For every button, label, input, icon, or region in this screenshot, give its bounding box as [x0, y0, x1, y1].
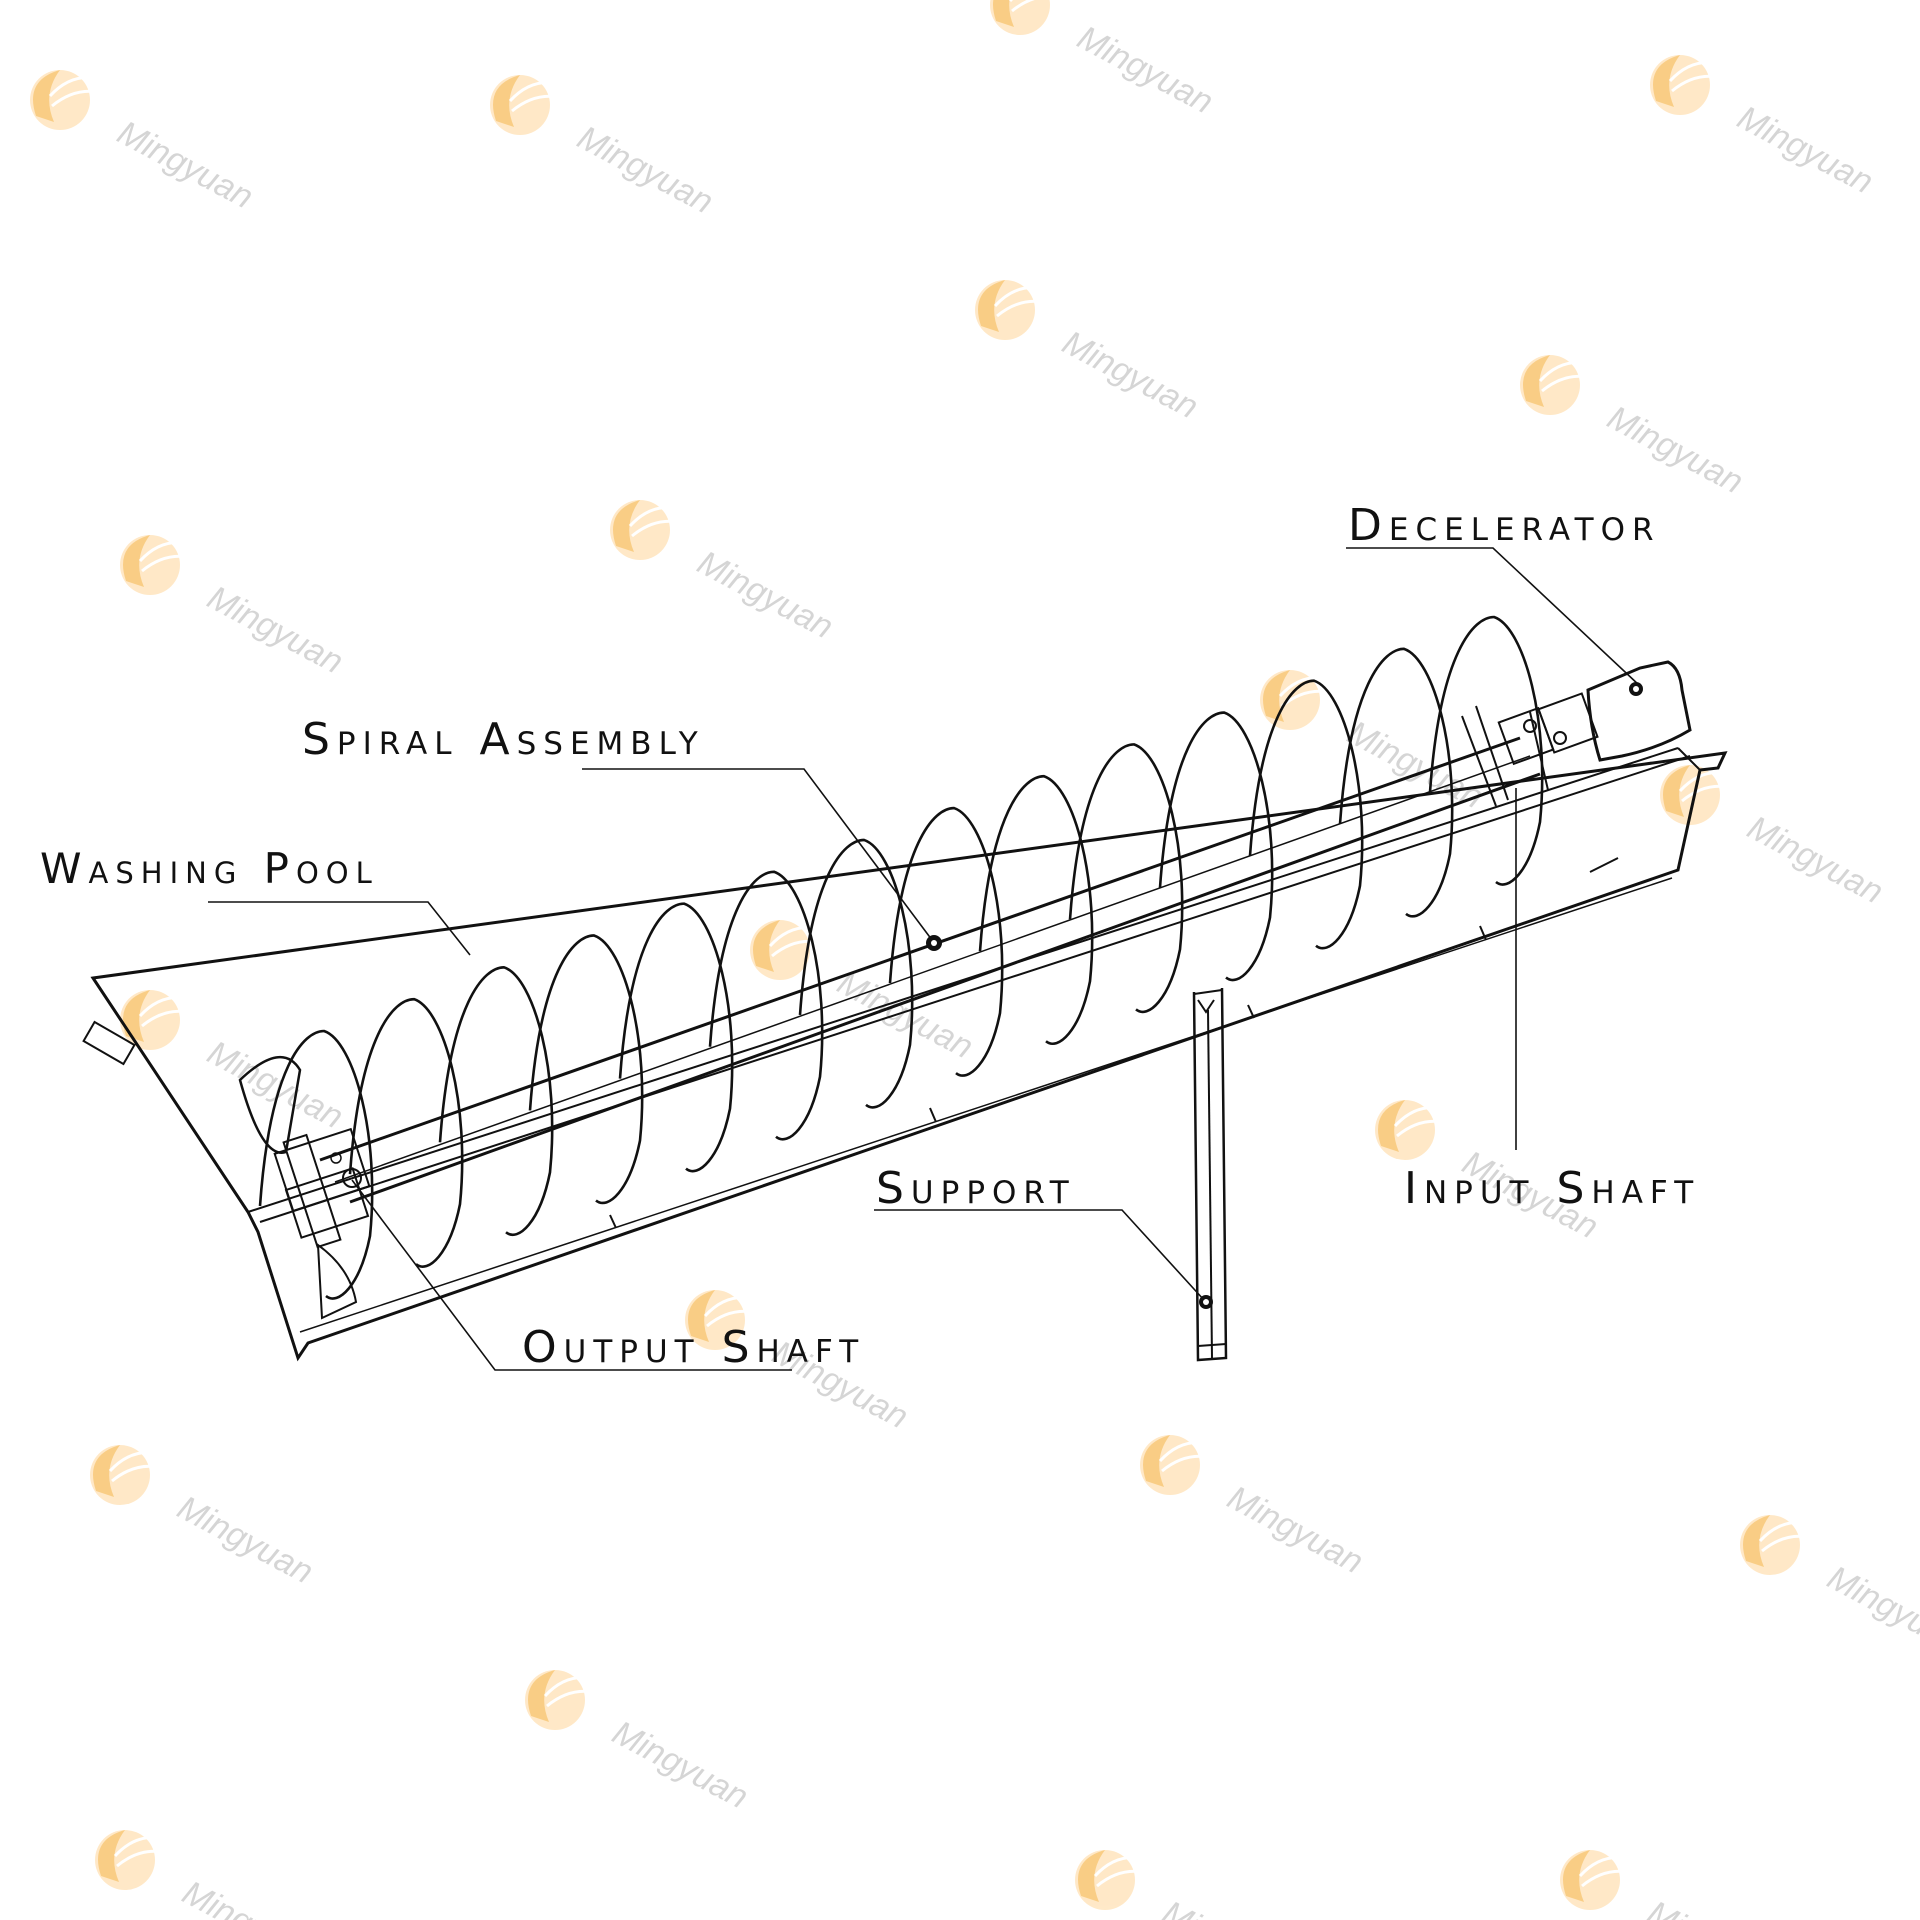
watermark-text: Mingyuan — [691, 544, 839, 647]
spiral-flight — [618, 902, 734, 1173]
watermark: Mingyuan — [1660, 765, 1889, 911]
watermark-text: Mingyuan — [176, 1874, 324, 1920]
watermark: Mingyuan — [95, 1830, 324, 1920]
spiral-flight — [888, 806, 1004, 1077]
label-output-shaft: Output Shaft — [522, 1322, 865, 1373]
spiral-flight — [438, 966, 554, 1237]
spiral-assembly — [258, 615, 1544, 1300]
support-leader — [874, 1209, 1205, 1301]
decelerator-leader — [1346, 547, 1641, 687]
label-spiral-assembly: Spiral Assembly — [302, 714, 705, 765]
spiral-flight — [258, 1029, 374, 1300]
watermark: Mingyuan — [120, 535, 349, 681]
watermark: Mingyuan — [1075, 1850, 1304, 1920]
watermark: Mingyuan — [1650, 55, 1879, 201]
label-support: Support — [876, 1163, 1076, 1214]
spiral-flight — [978, 774, 1094, 1045]
spiral-flight — [528, 934, 644, 1205]
watermark-text: Mingyuan — [171, 1489, 319, 1592]
watermark-text: Mingyuan — [201, 579, 349, 682]
watermark-text: Mingyuan — [1641, 1894, 1789, 1920]
watermark: Mingyuan — [1560, 1850, 1789, 1920]
watermark-text: Mingyuan — [1221, 1479, 1369, 1582]
watermark-text: Mingyuan — [1056, 324, 1204, 427]
watermark: Mingyuan — [525, 1670, 754, 1816]
watermark-text: Mingyuan — [571, 119, 719, 222]
watermark: Mingyuan — [990, 0, 1219, 121]
spiral-flight — [1068, 743, 1184, 1014]
watermark: Mingyuan — [610, 500, 839, 646]
watermark: Mingyuan — [1740, 1515, 1920, 1661]
output-shaft-leader — [351, 1179, 792, 1371]
watermark: Mingyuan — [120, 990, 349, 1136]
watermark-text: Mingyuan — [1741, 809, 1889, 912]
watermark-text: Mingyuan — [111, 114, 259, 217]
watermark: Mingyuan — [1520, 355, 1749, 501]
watermark: Mingyuan — [490, 75, 719, 221]
watermark: Mingyuan — [1140, 1435, 1369, 1581]
spiral-flight — [1338, 647, 1454, 918]
spiral-flight — [1248, 679, 1364, 950]
watermark-text: Mingyuan — [201, 1034, 349, 1137]
washing-pool-leader — [208, 901, 471, 956]
watermark-text: Mingyuan — [606, 1714, 754, 1817]
spiral-marker — [926, 935, 942, 951]
support-leg — [1192, 987, 1228, 1362]
spiral-flight — [708, 870, 824, 1141]
washing-pool-trough — [82, 747, 1728, 1362]
spiral-flight — [1158, 711, 1274, 982]
watermark-text: Mingyuan — [1071, 19, 1219, 122]
label-input-shaft: Input Shaft — [1404, 1163, 1700, 1214]
overflow-lip — [82, 1020, 136, 1066]
leader-lines — [208, 547, 1641, 1371]
spiral-flights — [258, 615, 1544, 1300]
spiral-flight — [348, 997, 464, 1268]
spiral-flight — [798, 838, 914, 1109]
callout-labels: Decelerator Spiral Assembly Washing Pool… — [40, 500, 1700, 1373]
watermark-text: Mingyuan — [1821, 1559, 1920, 1662]
watermark-text: Mingyuan — [1731, 99, 1879, 202]
watermark-text: Mingyuan — [1601, 399, 1749, 502]
spiral-flight — [1428, 615, 1544, 886]
watermark: Mingyuan — [30, 70, 259, 216]
spiral-assembly-leader — [582, 768, 933, 941]
watermark: Mingyuan — [90, 1445, 319, 1591]
label-washing-pool: Washing Pool — [40, 844, 379, 893]
watermark-text: Mingyuan — [1156, 1894, 1304, 1920]
label-decelerator: Decelerator — [1348, 500, 1661, 551]
watermark: Mingyuan — [975, 280, 1204, 426]
